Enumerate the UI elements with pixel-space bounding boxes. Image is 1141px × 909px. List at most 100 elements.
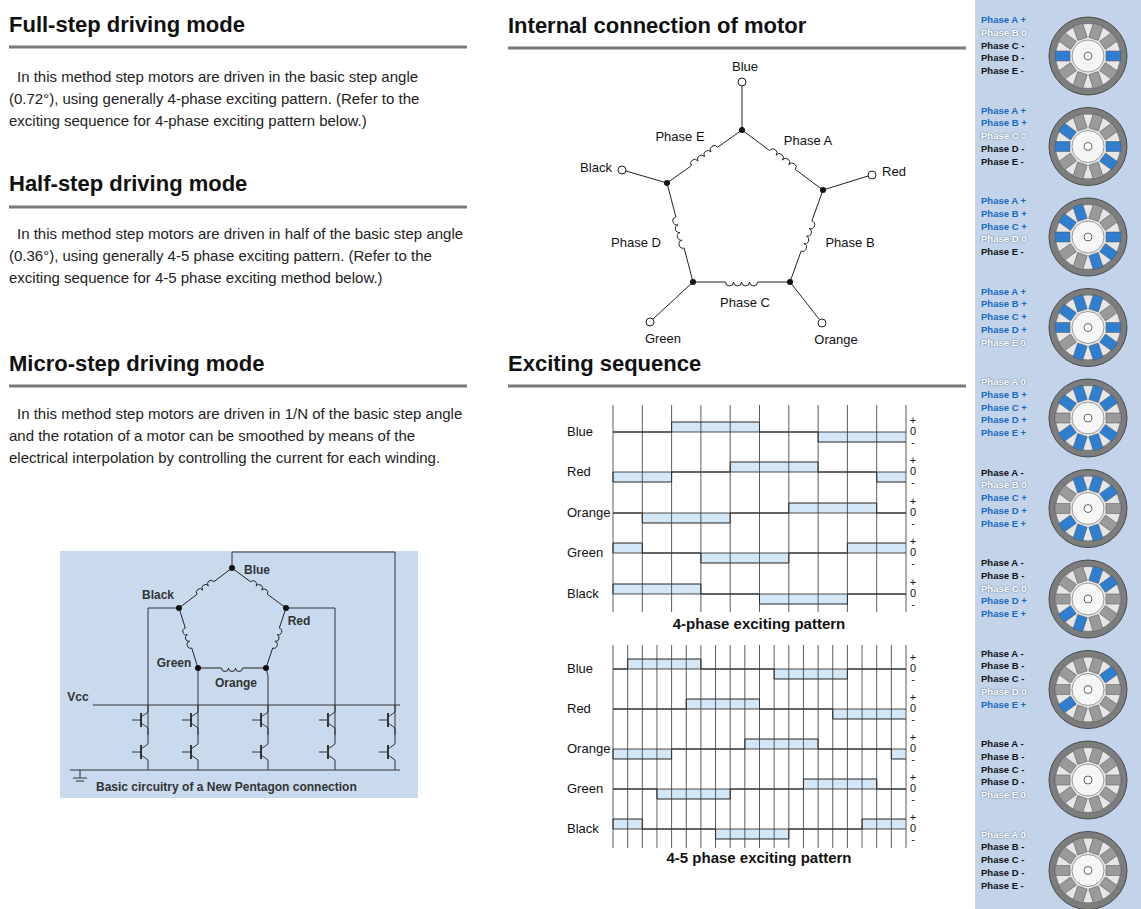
stator-tooth <box>1100 425 1118 442</box>
phase-state: Phase C + <box>981 492 1027 503</box>
phase-state: Phase B + <box>981 299 1027 310</box>
wire-color-label: Red <box>882 164 906 180</box>
phase-state: Phase E + <box>981 699 1026 710</box>
phase-state: Phase D 0 <box>981 234 1026 245</box>
level-mark: - <box>911 673 915 686</box>
phase-state: Phase B - <box>981 570 1024 581</box>
grid-line <box>671 405 672 612</box>
terminal <box>618 166 626 174</box>
stator-tooth <box>1073 162 1087 179</box>
half-bridge <box>379 705 395 770</box>
stator-tooth <box>1106 504 1121 514</box>
phase-state: Phase D + <box>981 415 1027 426</box>
pulse-level <box>628 819 643 829</box>
level-mark: - <box>911 517 915 530</box>
ground-symbol <box>80 770 81 778</box>
transistor-symbol <box>261 735 268 749</box>
wire-color-label: Red <box>288 614 311 628</box>
stator-tooth <box>1100 757 1118 774</box>
rotor <box>1072 855 1104 887</box>
stator-tooth <box>1058 606 1076 623</box>
transistor-symbol <box>252 720 261 721</box>
transistor-symbol <box>328 705 335 717</box>
pulse-level <box>642 584 671 594</box>
section-heading: Exciting sequence <box>508 351 701 377</box>
transistor-symbol <box>191 705 198 717</box>
phase-state: Phase C 0 <box>981 130 1026 141</box>
pulse-level <box>833 779 848 789</box>
transistor-symbol <box>141 723 148 735</box>
grid-line <box>906 405 907 612</box>
stator-tooth <box>1073 343 1087 360</box>
pulse-level <box>730 462 759 472</box>
pulse-level <box>672 789 687 799</box>
pulse-level <box>847 709 862 719</box>
stator-tooth <box>1106 866 1121 876</box>
pulse-level <box>847 779 862 789</box>
rotor <box>1072 764 1104 796</box>
grid-line <box>700 645 701 848</box>
pulse-level <box>613 543 642 553</box>
stator-bore <box>1056 296 1120 360</box>
terminal <box>738 78 746 86</box>
junction-dot <box>664 180 670 186</box>
phase-state: Phase A 0 <box>981 829 1026 840</box>
grid-line <box>730 645 731 848</box>
heading-rule <box>508 47 966 50</box>
wire-color-label: Green <box>645 331 681 347</box>
stator-tooth <box>1089 343 1103 360</box>
stator-bore <box>1056 839 1120 903</box>
grid-line <box>759 405 760 612</box>
stator-ring <box>1049 651 1127 729</box>
motor-cross-section <box>1049 741 1127 819</box>
ground-symbol <box>76 781 84 782</box>
pulse-level <box>891 749 906 759</box>
circuit-wires <box>70 552 400 781</box>
pulse-level <box>657 749 672 759</box>
wire-color-label: Orange <box>814 332 857 348</box>
circuit-panel <box>60 551 418 798</box>
transistor-symbol <box>132 720 141 721</box>
grid-line <box>671 645 672 848</box>
half-bridge <box>319 705 335 770</box>
lead-wire <box>823 176 868 190</box>
pulse-level <box>686 659 701 669</box>
pulse-level <box>803 669 818 679</box>
grid-line <box>906 645 907 848</box>
lead-wire <box>790 282 819 319</box>
level-mark: - <box>911 833 915 846</box>
phase-state: Phase D + <box>981 596 1027 607</box>
half-bridge <box>182 705 198 770</box>
stator-tooth <box>1106 142 1121 152</box>
grid-line <box>759 645 760 848</box>
terminal <box>818 319 826 327</box>
pulse-level <box>613 584 642 594</box>
pulse-level <box>730 553 759 563</box>
shaft <box>1084 686 1092 694</box>
phase-state: Phase A + <box>981 195 1026 206</box>
shaft <box>1084 324 1092 332</box>
stator-tooth <box>1058 63 1076 80</box>
stator-tooth <box>1089 838 1103 855</box>
signal-name: Green <box>567 781 603 797</box>
pulse-level <box>642 472 671 482</box>
stator-tooth <box>1106 232 1121 242</box>
phase-state: Phase A + <box>981 286 1026 297</box>
stator-tooth <box>1089 566 1103 583</box>
phase-state: Phase D - <box>981 53 1024 64</box>
pulse-level <box>730 422 759 432</box>
transistor-symbol <box>191 755 198 770</box>
signal-name: Black <box>567 821 599 837</box>
pulse-level <box>628 659 643 669</box>
stator-tooth <box>1089 615 1103 632</box>
section-heading: Half-step driving mode <box>9 171 247 197</box>
stator-ring <box>1049 741 1127 819</box>
phase-label: Phase A <box>784 133 832 149</box>
pulse-level <box>657 659 672 669</box>
pulse-level <box>847 432 876 442</box>
rotor <box>1072 493 1104 525</box>
transistor-symbol <box>328 723 335 735</box>
transistor-symbol <box>388 705 395 717</box>
stator-tooth <box>1073 253 1087 270</box>
